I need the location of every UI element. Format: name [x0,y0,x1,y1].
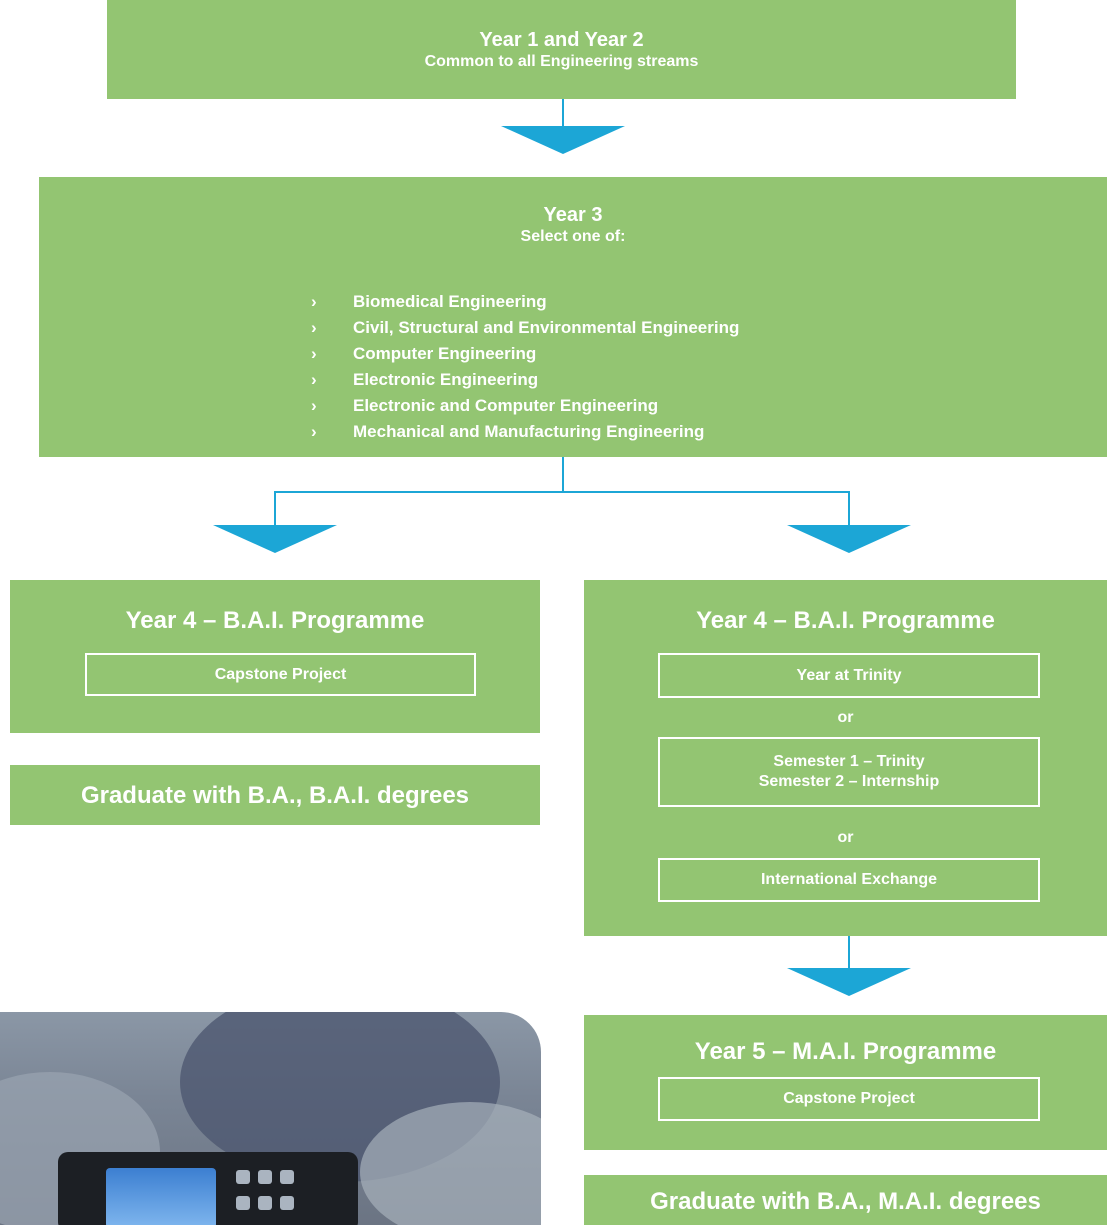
year-at-trinity-box: Year at Trinity [658,653,1040,698]
stream-label: Computer Engineering [353,344,537,363]
year-4-bai-right-title: Year 4 – B.A.I. Programme [696,607,995,634]
stream-label: Electronic Engineering [353,370,539,389]
device-knob [280,1170,294,1184]
stream-list: › Biomedical Engineering › Civil, Structur… [311,289,739,445]
year-5-mai-box: Year 5 – M.A.I. Programme Capstone Proje… [584,1015,1107,1150]
international-exchange-box: International Exchange [658,858,1040,902]
graduate-mai-label: Graduate with B.A., M.A.I. degrees [650,1188,1041,1215]
capstone-project-box: Capstone Project [85,653,476,696]
chevron-right-icon: › [311,370,317,389]
graduate-mai-box: Graduate with B.A., M.A.I. degrees [584,1175,1107,1225]
down-arrow-icon [787,968,911,996]
year-1-2-subtitle: Common to all Engineering streams [424,53,699,70]
device-knob [236,1170,250,1184]
device-knob [236,1196,250,1210]
semester-1-label: Semester 1 – Trinity [773,753,925,770]
list-item: › Biomedical Engineering [311,289,739,315]
year-4-bai-right-box: Year 4 – B.A.I. Programme Year at Trinit… [584,580,1107,936]
chevron-right-icon: › [311,292,317,311]
mai-capstone-project-box: Capstone Project [658,1077,1040,1121]
international-exchange-label: International Exchange [760,871,938,888]
graduate-bai-label: Graduate with B.A., B.A.I. degrees [80,782,470,809]
connector-line [848,491,850,527]
oscilloscope-device [58,1152,358,1225]
chevron-right-icon: › [311,396,317,415]
connector-line [274,491,850,493]
graduate-bai-box: Graduate with B.A., B.A.I. degrees [10,765,540,825]
connector-line [562,99,564,128]
year-at-trinity-label: Year at Trinity [796,666,902,684]
down-arrow-icon [501,126,625,154]
device-knob [258,1170,272,1184]
list-item: › Mechanical and Manufacturing Engineerin… [311,419,739,445]
year-3-title: Year 3 [543,204,603,226]
year-1-2-box: Year 1 and Year 2 Common to all Engineer… [107,0,1016,99]
list-item: › Electronic Engineering [311,367,739,393]
down-arrow-icon [787,525,911,553]
year-3-box: Year 3 Select one of: › Biomedical Engine… [39,177,1107,457]
year-5-mai-title: Year 5 – M.A.I. Programme [694,1038,997,1065]
device-screen [106,1168,216,1225]
or-label: or [837,829,854,846]
connector-line [848,936,850,970]
stream-label: Mechanical and Manufacturing Engineering [353,422,705,441]
background-blur [360,1102,541,1225]
connector-line [274,491,276,527]
chevron-right-icon: › [311,344,317,363]
capstone-project-label: Capstone Project [214,665,347,683]
semester-2-label: Semester 2 – Internship [758,773,940,790]
year-1-2-title: Year 1 and Year 2 [479,29,644,51]
year-4-bai-left-title: Year 4 – B.A.I. Programme [125,607,425,634]
down-arrow-icon [213,525,337,553]
list-item: › Electronic and Computer Engineering [311,393,739,419]
engineering-equipment-photo [0,1012,541,1225]
stream-label: Biomedical Engineering [353,292,547,311]
device-knob [258,1196,272,1210]
year-3-subtitle: Select one of: [520,228,626,245]
list-item: › Computer Engineering [311,341,739,367]
mai-capstone-project-label: Capstone Project [783,1090,915,1107]
or-label: or [837,709,854,726]
year-4-bai-left-box: Year 4 – B.A.I. Programme Capstone Proje… [10,580,540,733]
chevron-right-icon: › [311,422,317,441]
stream-label: Civil, Structural and Environmental Engi… [353,318,740,337]
semester-internship-box: Semester 1 – Trinity Semester 2 – Intern… [658,737,1040,807]
device-knob [280,1196,294,1210]
chevron-right-icon: › [311,318,317,337]
connector-line [562,457,564,492]
list-item: › Civil, Structural and Environmental Eng… [311,315,739,341]
stream-label: Electronic and Computer Engineering [353,396,659,415]
